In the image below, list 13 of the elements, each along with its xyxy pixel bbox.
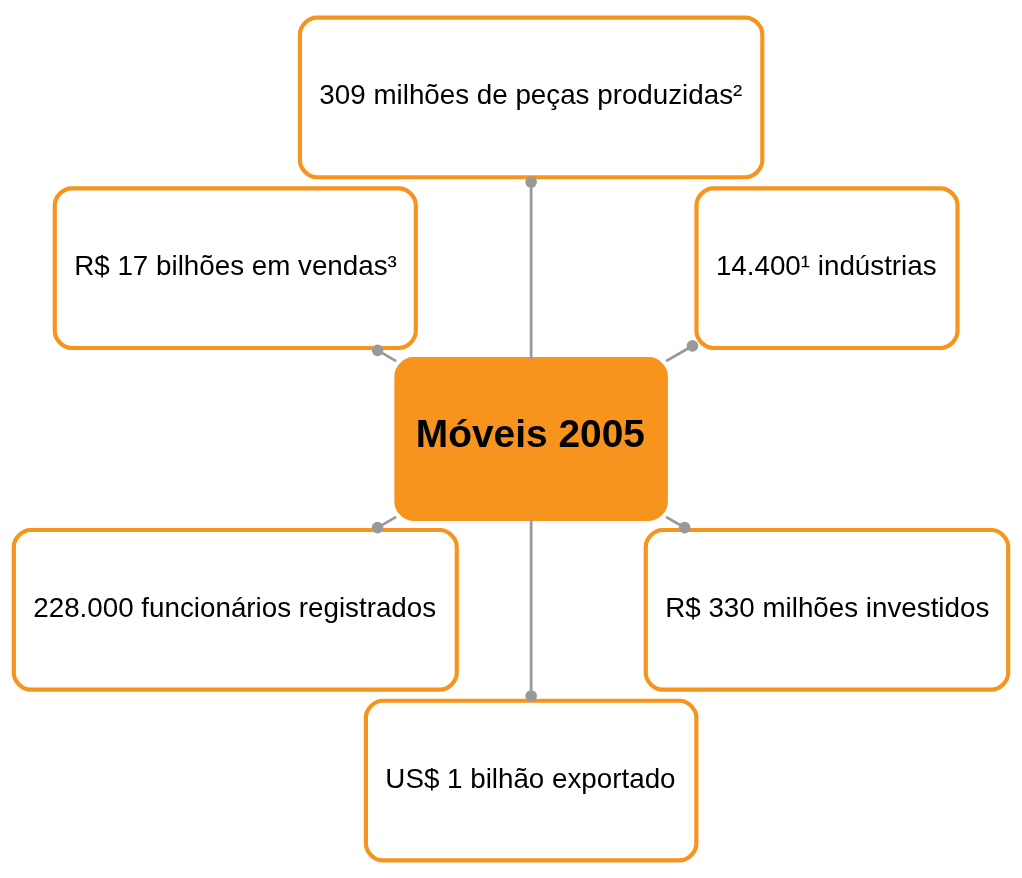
connector: [525, 519, 537, 702]
connector: [371, 344, 397, 363]
node-box: 309 milhões de peças produzidas²: [297, 15, 765, 180]
connector: [665, 515, 691, 534]
node-box: 14.400¹ indústrias: [694, 186, 960, 351]
node-box: R$ 17 bilhões em vendas³: [52, 186, 418, 351]
node-box: Móveis 2005: [394, 357, 668, 521]
node-box: R$ 330 milhões investidos: [643, 527, 1011, 692]
node-box: US$ 1 bilhão exportado: [363, 698, 699, 863]
connector: [371, 515, 397, 534]
connector: [665, 340, 699, 363]
node-box: 228.000 funcionários registrados: [11, 527, 459, 692]
connector: [525, 176, 537, 359]
